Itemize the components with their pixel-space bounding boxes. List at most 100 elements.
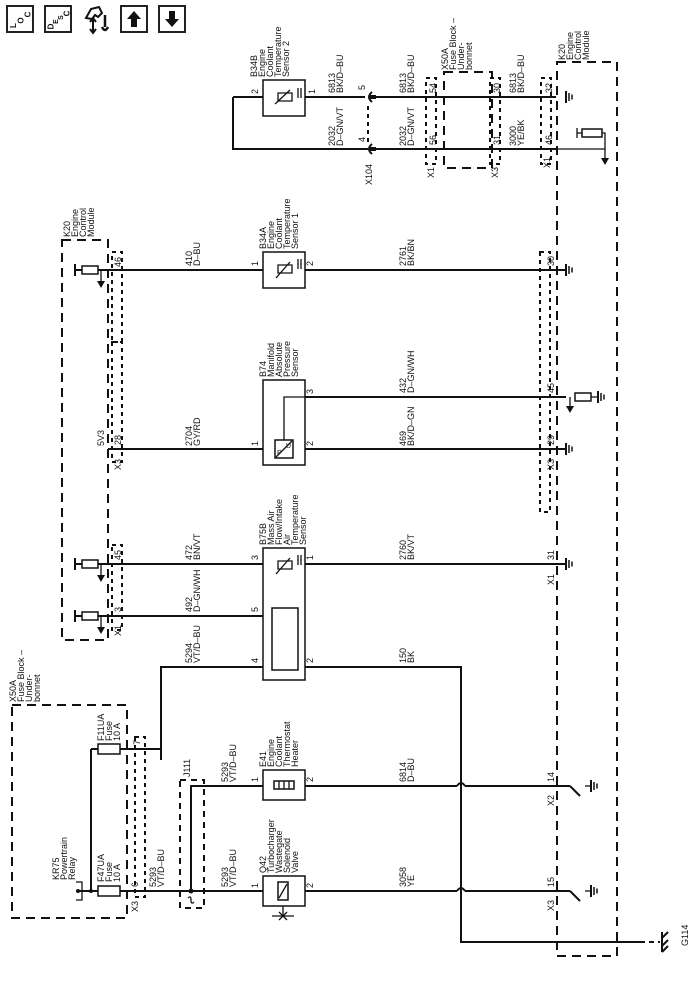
b75b-circuit: 45 3 X1 472 BN/VT 492 D–GN/WH 5294 VT/D–… bbox=[74, 494, 660, 943]
diagram-label: Heater bbox=[290, 740, 300, 767]
page-down-button[interactable] bbox=[158, 5, 186, 33]
diagram-label: U bbox=[286, 443, 291, 450]
diagram-label: bonnet bbox=[464, 42, 474, 70]
ground-icon bbox=[565, 442, 573, 456]
diagram-label: BK/D–BU bbox=[335, 54, 345, 93]
diagram-label: Sensor 1 bbox=[290, 213, 300, 249]
bidirectional-icon bbox=[297, 259, 302, 269]
diagram-label: 3 bbox=[113, 607, 123, 612]
diagram-label: Valve bbox=[290, 851, 300, 873]
diagram-label: Control bbox=[573, 31, 583, 60]
arrow-down-icon bbox=[97, 627, 105, 634]
diagram-label: D–GN/WH bbox=[406, 351, 416, 394]
component-frame bbox=[111, 251, 123, 343]
diagram-label: Sensor bbox=[290, 348, 300, 377]
b34b-circuit bbox=[232, 61, 618, 957]
diagram-label: D–GN/VT bbox=[406, 106, 416, 146]
diagram-label: Q42 bbox=[258, 856, 268, 873]
engine-wrench-icon bbox=[84, 5, 110, 35]
diagram-label: Temperature bbox=[290, 494, 300, 545]
diagram-label: 2032 bbox=[327, 126, 337, 146]
diagram-label: 1 bbox=[250, 261, 260, 266]
k20-left-labels: K20 Engine Control Module bbox=[62, 207, 96, 237]
diagram-label: 6 bbox=[130, 882, 140, 887]
diagram-label: 5293 bbox=[220, 762, 230, 782]
wire-segment bbox=[569, 785, 581, 797]
diagram-label: 1 bbox=[307, 89, 317, 94]
wire-segment bbox=[187, 896, 195, 904]
diagram-label: Coolant bbox=[265, 45, 275, 77]
component-connector-button[interactable] bbox=[82, 5, 110, 35]
diagram-label: 2704 bbox=[184, 426, 194, 446]
wire-segment bbox=[305, 666, 640, 943]
diagram-label: Module bbox=[86, 207, 96, 237]
diagram-label: 6813 bbox=[327, 73, 337, 93]
diagram-label: E41 bbox=[258, 751, 268, 767]
component-frame bbox=[134, 736, 146, 898]
diagram-label: BK bbox=[406, 651, 416, 663]
diagram-label: 56 bbox=[428, 135, 438, 145]
diagram-label: 4 bbox=[250, 658, 260, 663]
fuse-f11ua-icon bbox=[97, 743, 121, 755]
pullup-resistor-icon bbox=[581, 128, 603, 138]
chassis-ground-icon bbox=[661, 931, 669, 953]
diagram-label: Engine bbox=[70, 209, 80, 237]
page-up-button[interactable] bbox=[120, 5, 148, 33]
b34a-sensor-box bbox=[262, 251, 306, 289]
x50a-fuse-block-frame bbox=[443, 71, 493, 169]
j111-splice-frame bbox=[179, 779, 205, 909]
diagram-label: 5 bbox=[357, 85, 367, 90]
diagram-label: 3 bbox=[305, 389, 315, 394]
diagram-label: 4 bbox=[357, 137, 367, 142]
diagram-label: X3 bbox=[546, 900, 556, 911]
diagram-label: 28 bbox=[113, 435, 123, 445]
x104-pin4-connector bbox=[368, 143, 373, 155]
diagram-label: Pressure bbox=[282, 341, 292, 377]
diagram-label: 3000 bbox=[508, 126, 518, 146]
diagram-label: 2 bbox=[305, 777, 315, 782]
g114-ground: G114 bbox=[661, 925, 690, 953]
diagram-label: 5 bbox=[250, 607, 260, 612]
arrow-down-icon bbox=[566, 406, 574, 413]
component-frame bbox=[81, 265, 99, 275]
wire-segment bbox=[190, 785, 263, 891]
diagram-label: 1 bbox=[250, 441, 260, 446]
diagram-label: 7 bbox=[132, 740, 142, 745]
diagram-label: D–GN/WH bbox=[192, 570, 202, 613]
diagram-label: 30 bbox=[492, 83, 502, 93]
diagram-label: P bbox=[277, 450, 282, 457]
diagram-label: X50A bbox=[440, 48, 450, 70]
diagram-label: 30 bbox=[546, 256, 556, 266]
actuator-arrows-icon bbox=[272, 911, 294, 921]
component-frame bbox=[370, 95, 376, 99]
location-button[interactable]: L O C bbox=[6, 5, 34, 33]
wire-segment bbox=[275, 440, 293, 458]
diagram-label: 2032 bbox=[398, 126, 408, 146]
diagram-label: Wastegate bbox=[274, 830, 284, 873]
diagram-label: 410 bbox=[184, 251, 194, 266]
bidirectional-icon bbox=[297, 555, 302, 565]
diagram-label: Absolute bbox=[274, 342, 284, 377]
diagram-label: Temperature bbox=[273, 26, 283, 77]
diagram-label: D–GN/VT bbox=[335, 106, 345, 146]
diagram-label: Engine bbox=[266, 739, 276, 767]
diagram-label: Fuse bbox=[104, 721, 114, 741]
diagram-label: 10 A bbox=[112, 723, 122, 741]
diagram-label: 2760 bbox=[398, 540, 408, 560]
diagram-label: Sensor bbox=[298, 516, 308, 545]
diagram-label: 2 bbox=[305, 261, 315, 266]
description-button[interactable]: D E S C bbox=[44, 5, 72, 33]
diagram-label: 5293 bbox=[220, 867, 230, 887]
diagram-label: 15 bbox=[546, 877, 556, 887]
toolbar: L O C D E S C bbox=[6, 5, 186, 35]
wire-crossover bbox=[456, 782, 466, 787]
component-frame bbox=[370, 147, 376, 151]
diagram-label: 2 bbox=[305, 441, 315, 446]
diagram-label: 14 bbox=[546, 772, 556, 782]
diagram-label: Air bbox=[282, 534, 292, 545]
diagram-label: YE/BK bbox=[516, 119, 526, 146]
diagram-label: 46 bbox=[544, 135, 554, 145]
diagram-label: 46 bbox=[113, 257, 123, 267]
diagram-label: X1 bbox=[546, 574, 556, 585]
diagram-label: Engine bbox=[266, 221, 276, 249]
